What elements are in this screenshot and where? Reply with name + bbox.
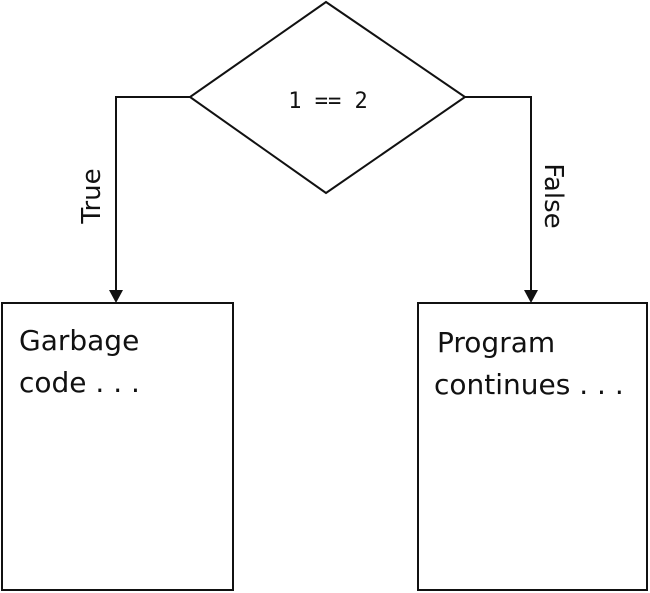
- decision-condition: 1 == 2: [288, 89, 367, 114]
- false-branch-label: False: [538, 163, 568, 228]
- false-branch-box: [417, 302, 648, 591]
- decision-diamond: [188, 0, 467, 195]
- true-branch-connector: [115, 96, 190, 290]
- false-box-line2: continues . . .: [434, 368, 624, 401]
- true-branch-label: True: [77, 168, 107, 224]
- false-box-line1: Program: [437, 326, 555, 359]
- false-branch-connector: [465, 96, 532, 290]
- false-branch-arrowhead: [524, 290, 538, 303]
- true-branch-arrowhead: [109, 290, 123, 303]
- true-box-line1: Garbage: [19, 324, 139, 357]
- true-box-line2: code . . .: [19, 366, 140, 399]
- true-branch-box: [1, 302, 234, 591]
